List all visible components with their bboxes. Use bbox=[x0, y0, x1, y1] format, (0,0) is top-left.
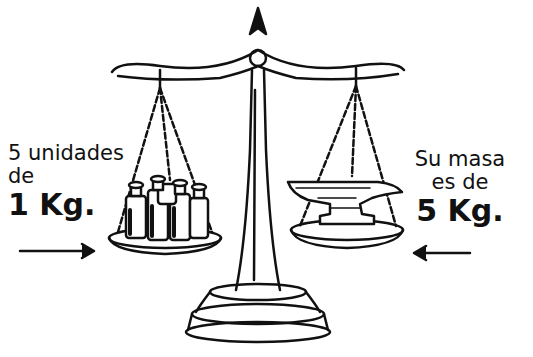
count-note: 5 unidades de bbox=[8, 142, 133, 188]
left-caption: 5 unidades de1 Kg. bbox=[8, 142, 143, 221]
total-mass: 5 Kg. bbox=[404, 194, 516, 227]
unit-mass: 1 Kg. bbox=[8, 188, 133, 221]
right-caption: Su masa es de5 Kg. bbox=[404, 148, 526, 227]
mass-note: Su masa es de bbox=[404, 148, 516, 194]
